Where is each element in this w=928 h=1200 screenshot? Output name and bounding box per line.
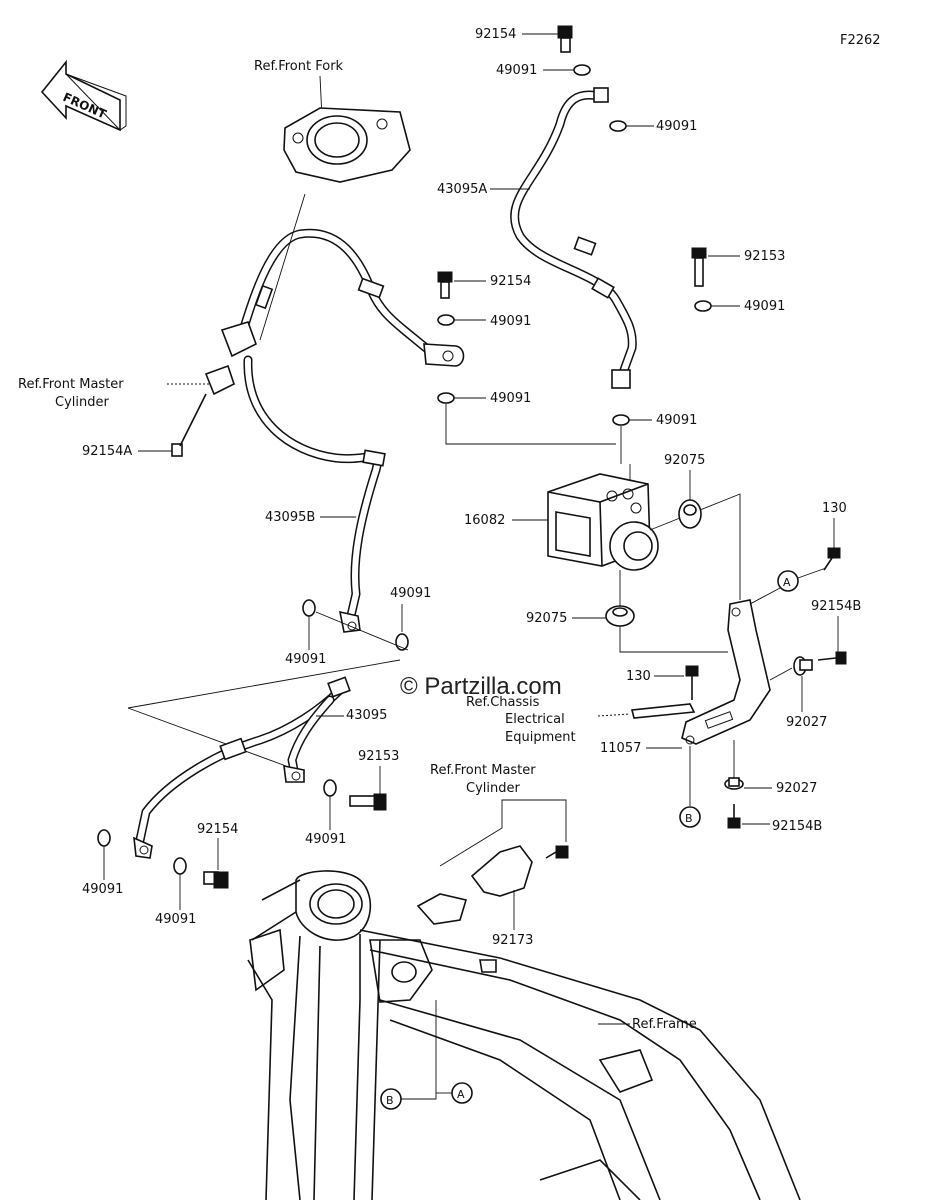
label-92075-bot: 92075 [526,611,567,626]
label-92153-right: 92153 [744,249,785,264]
label-43095A: 43095A [437,182,487,197]
figure-code: F2262 [840,33,881,48]
bolt-130-mid [685,665,699,700]
bolt-92153-low [349,793,387,811]
bolt-130-top [823,547,841,571]
label-49091-lowa: 49091 [285,652,326,667]
ref-front-master-left-line2: Cylinder [55,395,109,410]
label-92027-top: 92027 [786,715,827,730]
label-130-top: 130 [822,501,847,516]
bolt-92154B-top [817,651,847,665]
label-92154A: 92154A [82,444,132,459]
chassis-ground-strap [631,703,696,719]
callout-b-right-text: B [685,812,693,825]
ref-front-master-left-line1: Ref.Front Master [18,377,124,392]
label-92154B-top: 92154B [811,599,861,614]
collar-92027-bot [724,777,744,790]
washer-49091-mid1 [437,314,455,326]
callout-circle-a-top [777,570,799,592]
grommet-92075-top [678,499,702,529]
label-92154-top: 92154 [475,27,516,42]
label-92153-low: 92153 [358,749,399,764]
label-92173: 92173 [492,933,533,948]
callout-b-frame-text: B [386,1094,394,1107]
bolt-92154B-bot [727,804,741,829]
washer-49091-top2 [609,120,627,132]
abs-unit-16082 [547,473,659,571]
label-92154-low: 92154 [197,822,238,837]
label-43095: 43095 [346,708,387,723]
label-49091-lowb: 49091 [390,586,431,601]
front-fork-bracket [283,107,411,183]
label-49091-top2: 49091 [656,119,697,134]
label-92154B-bot: 92154B [772,819,822,834]
master-cylinder-bracket-left [204,321,257,396]
washer-49091-mid2 [437,392,455,404]
front-brake-hose-upper [235,193,465,367]
label-49091-abs: 49091 [656,413,697,428]
washer-49091-low3 [173,857,187,875]
brake-hose-43095A [510,87,637,389]
washer-49091-low1 [323,779,337,797]
washer-49091-low2 [97,829,111,847]
front-direction-arrow: FRONT [40,59,127,132]
bolt-92154-mid [437,271,453,299]
ref-front-fork-label: Ref.Front Fork [254,59,344,74]
ref-chassis-line3: Equipment [505,730,576,745]
washer-49091-top1 [573,64,591,76]
washer-49091-right [694,300,712,312]
callout-circle-b-right [679,806,701,828]
label-16082: 16082 [464,513,505,528]
ref-chassis-line1: Ref.Chassis [466,695,540,710]
label-43095B: 43095B [265,510,315,525]
label-92027-bot: 92027 [776,781,817,796]
label-49091-low1: 49091 [305,832,346,847]
ref-front-master-low-line1: Ref.Front Master [430,763,536,778]
bolt-92153-right [691,247,707,287]
callout-a-top-text: A [783,576,791,589]
ref-chassis-line2: Electrical [505,712,565,727]
watermark: © Partzilla.com [400,673,562,700]
label-92075-top: 92075 [664,453,705,468]
master-cylinder-bracket-low [416,845,569,925]
ref-front-master-low-line2: Cylinder [466,781,520,796]
label-49091-top1: 49091 [496,63,537,78]
label-11057: 11057 [600,741,641,756]
ref-frame-label: Ref.Frame [632,1017,697,1032]
label-49091-mid2: 49091 [490,391,531,406]
bolt-92154-low [203,871,229,889]
brake-hose-43095B [243,355,386,633]
frame-ref-drawing [247,870,801,1200]
collar-92027-top [793,656,813,676]
label-49091-right: 49091 [744,299,785,314]
washer-49091-abs [612,414,630,426]
grommet-92075-bot [605,605,635,627]
label-130-mid: 130 [626,669,651,684]
label-49091-low2: 49091 [82,882,123,897]
bolt-92154-top [557,25,573,53]
brake-hose-43095 [133,676,351,859]
label-92154-mid: 92154 [490,274,531,289]
label-49091-mid1: 49091 [490,314,531,329]
washer-49091-lowb [395,633,409,651]
bolt-92154A [171,393,207,457]
washer-49091-lowa [302,599,316,617]
bracket-11057 [681,599,771,745]
label-49091-low3: 49091 [155,912,196,927]
callout-a-frame-text: A [457,1088,465,1101]
